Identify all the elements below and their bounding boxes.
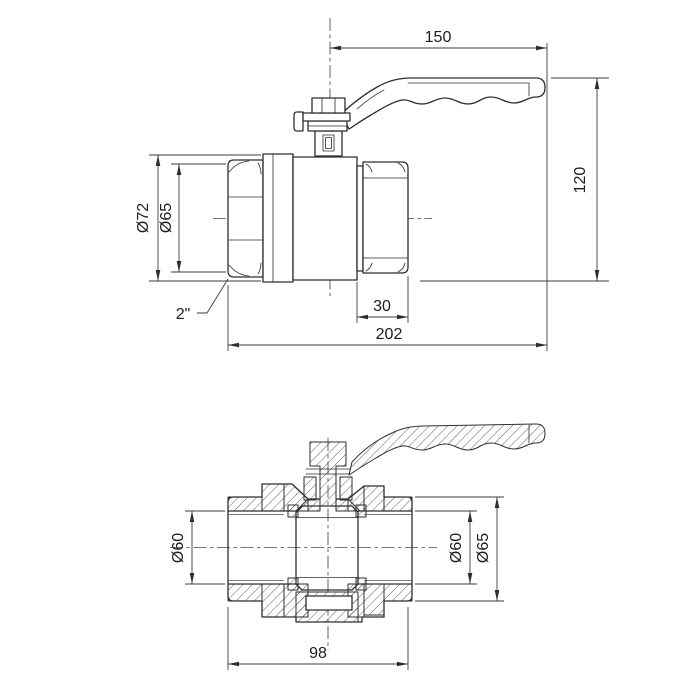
dim-label-d60-left: Ø60 bbox=[170, 533, 187, 563]
thread-lines bbox=[228, 514, 412, 581]
dim-left-bore: Ø60 bbox=[170, 510, 225, 585]
right-bore-lines bbox=[357, 510, 413, 585]
hex-right-chamfers bbox=[365, 162, 406, 273]
hex-coupling-right bbox=[362, 161, 409, 274]
left-port-outline bbox=[227, 496, 263, 602]
ball-bore-lines bbox=[295, 517, 359, 578]
dim-coupling-length: 30 bbox=[356, 276, 409, 323]
dim-label-120: 120 bbox=[572, 167, 589, 194]
handle-bend-line bbox=[356, 89, 385, 110]
dim-label-d60-right: Ø60 bbox=[448, 533, 465, 563]
stem-washer-lines bbox=[305, 468, 351, 475]
dim-label-d65-right: Ø65 bbox=[475, 533, 492, 563]
body-center bbox=[292, 156, 358, 281]
section-view: Ø60 Ø60 Ø65 98 bbox=[170, 423, 546, 670]
dim-right-bore: Ø60 bbox=[415, 510, 477, 585]
callout-thread-size: 2" bbox=[176, 278, 229, 323]
dim-overall-length: 202 bbox=[227, 285, 547, 351]
packing-right bbox=[339, 476, 353, 501]
packing-left bbox=[303, 476, 317, 501]
valve-body-side-view bbox=[227, 153, 409, 283]
handle-lock-tab bbox=[293, 111, 304, 132]
stem-section-view bbox=[303, 441, 353, 507]
dim-overall-height: 120 bbox=[420, 77, 609, 282]
handle-mount-plate bbox=[302, 112, 351, 122]
stem-nut bbox=[311, 97, 346, 114]
dim-label-30: 30 bbox=[373, 298, 391, 315]
hex-cap-left-chamfers bbox=[228, 160, 262, 277]
dim-right-hex: Ø65 bbox=[415, 496, 504, 602]
handle-edge-line bbox=[407, 82, 530, 97]
hex-cap-left bbox=[227, 159, 264, 278]
left-bore-lines bbox=[227, 510, 297, 585]
dim-label-98: 98 bbox=[309, 645, 327, 662]
dim-label-2in: 2" bbox=[176, 306, 191, 323]
dim-label-202: 202 bbox=[376, 326, 403, 343]
dim-handle-length: 150 bbox=[330, 29, 548, 351]
seat-left-bottom bbox=[287, 577, 299, 591]
dim-body-length: 98 bbox=[227, 607, 409, 670]
seat-left-top bbox=[287, 504, 299, 518]
neck bbox=[356, 165, 364, 272]
handle-side-view bbox=[340, 77, 546, 130]
ball-outline bbox=[295, 505, 359, 591]
handle-section-view bbox=[348, 423, 546, 476]
side-view: 150 120 Ø72 Ø65 2" bbox=[135, 18, 609, 351]
ball-and-seats bbox=[287, 504, 367, 611]
body-bottom-outline bbox=[261, 600, 385, 623]
bottom-plug bbox=[305, 595, 353, 611]
seat-right-bottom bbox=[355, 577, 367, 591]
right-port-outline bbox=[383, 496, 413, 602]
dim-label-d72: Ø72 bbox=[135, 203, 152, 233]
flange-ring bbox=[262, 153, 294, 283]
stem-assembly-side-view bbox=[293, 97, 351, 157]
seat-right-top bbox=[355, 504, 367, 518]
dim-ring-diameter: Ø72 bbox=[135, 154, 261, 282]
dim-hex-diameter: Ø65 bbox=[158, 163, 226, 273]
dim-label-d65: Ø65 bbox=[158, 203, 175, 233]
dim-label-150: 150 bbox=[425, 29, 452, 46]
